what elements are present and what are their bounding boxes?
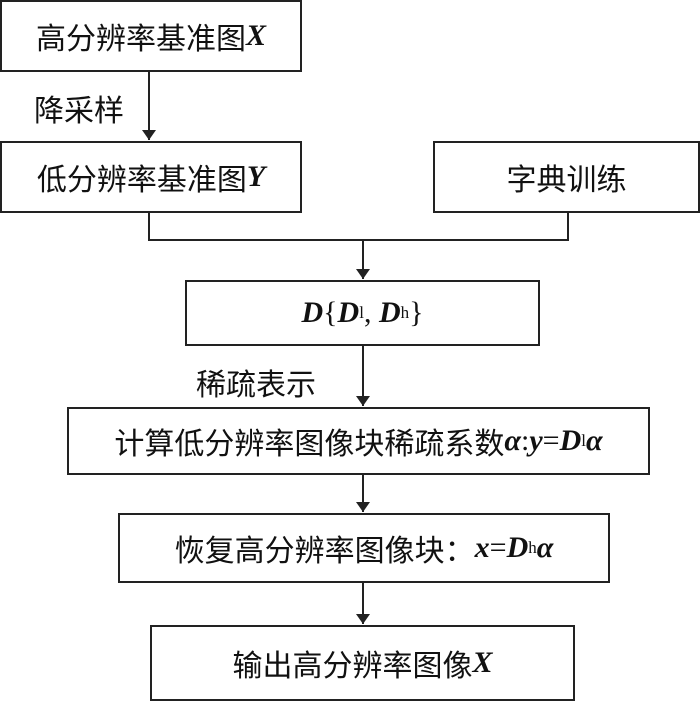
- compute-l-subscript: l: [581, 431, 586, 450]
- sparse-rep-label: 稀疏表示: [196, 368, 316, 403]
- dictionary-close-brace: }: [409, 296, 424, 329]
- dictionary-training-box: 字典训练: [433, 141, 700, 213]
- dictionary-D: D: [301, 296, 324, 329]
- merge-line: [148, 212, 569, 241]
- output-symbol: X: [472, 646, 493, 679]
- recover-h-subscript: h: [528, 538, 537, 557]
- downsample-label: 降采样: [34, 94, 124, 129]
- recover-x: x: [474, 531, 490, 564]
- compute-alpha2: α: [586, 424, 603, 457]
- compute-alpha: α: [504, 424, 521, 457]
- recover-eq: =: [489, 531, 507, 564]
- recover-alpha: α: [536, 531, 554, 564]
- dictionary-comma: ,: [363, 296, 372, 329]
- output-text: 输出高分辨率图像: [232, 649, 473, 684]
- dictionary-h-subscript: h: [400, 303, 410, 322]
- dictionary-open-brace: {: [323, 296, 338, 329]
- dictionary-l-subscript: l: [359, 303, 364, 322]
- compute-colon: :: [521, 424, 530, 457]
- compute-D: D: [559, 424, 582, 457]
- lr-reference-symbol: Y: [246, 160, 266, 193]
- dictionary-Dh: D: [378, 296, 401, 329]
- dictionary-Dl: D: [337, 296, 360, 329]
- dictionary-training-text: 字典训练: [506, 163, 627, 198]
- recover-text: 恢复高分辨率图像块：: [174, 534, 475, 569]
- compute-coeff-text: 计算低分辨率图像块稀疏系数: [114, 427, 505, 462]
- hr-reference-symbol: X: [245, 19, 266, 52]
- recover-D: D: [506, 531, 529, 564]
- lr-reference-text: 低分辨率基准图: [36, 163, 247, 198]
- compute-y: y: [529, 424, 543, 457]
- compute-eq: =: [542, 424, 560, 457]
- hr-reference-text: 高分辨率基准图: [35, 22, 246, 57]
